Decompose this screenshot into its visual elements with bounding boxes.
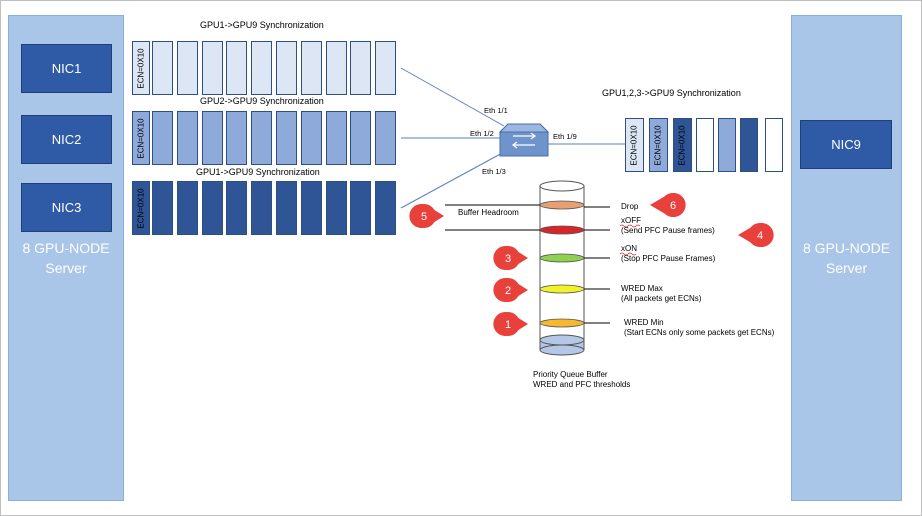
- port-eth1-3: Eth 1/3: [482, 167, 506, 176]
- flow1-ecn-label: ECN=0X10: [136, 47, 146, 89]
- flow2-packet: [251, 111, 273, 165]
- flow2-packet: [226, 111, 248, 165]
- xoff-label: xOFF (Send PFC Pause frames): [621, 216, 715, 236]
- buffer-caption: Priority Queue Buffer WRED and PFC thres…: [533, 370, 630, 390]
- wred-max-label-line1: WRED Max: [621, 284, 663, 293]
- port-eth1-9: Eth 1/9: [553, 132, 577, 141]
- flow2-packet: [325, 111, 347, 165]
- egress-packet-1: [696, 118, 714, 172]
- flow1-title: GPU1->GPU9 Synchronization: [200, 20, 324, 30]
- flow3-packet: [152, 181, 173, 235]
- nic3-label: NIC3: [51, 200, 82, 215]
- xon-label: xON (Stop PFC Pause Frames): [621, 244, 715, 264]
- flow2-title: GPU2->GPU9 Synchronization: [200, 96, 324, 106]
- flow2-ecn-box: ECN=0X10: [132, 111, 150, 165]
- port-eth1-1: Eth 1/1: [484, 106, 508, 115]
- egress-title: GPU1,2,3->GPU9 Synchronization: [602, 88, 741, 98]
- egress-ecn-box-2: ECN=0X10: [649, 118, 668, 172]
- flow2-ecn-label: ECN=0X10: [136, 117, 146, 159]
- right-server-label-line2: Server: [825, 260, 868, 276]
- flow1-packet: [375, 41, 397, 95]
- nic3-box: NIC3: [21, 183, 112, 232]
- flow2-packet: [176, 111, 198, 165]
- flow1-packet: [201, 41, 223, 95]
- drop-label: Drop: [621, 202, 639, 211]
- right-server-label-line1: 8 GPU-NODE: [802, 240, 891, 256]
- nic2-label: NIC2: [51, 132, 82, 147]
- flow1-packet: [251, 41, 273, 95]
- wred-max-label: WRED Max (All packets get ECNs): [621, 284, 701, 304]
- xon-label-line1: xON: [621, 244, 637, 253]
- nic1-label: NIC1: [51, 61, 82, 76]
- wred-min-label: WRED Min (Start ECNs only some packets g…: [624, 318, 774, 338]
- flow3-packet: [176, 181, 198, 235]
- flow3-packet: [226, 181, 248, 235]
- flow3-packet: [300, 181, 322, 235]
- flow2-packet: [201, 111, 223, 165]
- wred-max-label-line2: (All packets get ECNs): [621, 294, 702, 303]
- buffer-headroom-label: Buffer Headroom: [458, 208, 519, 217]
- flow3-packet: [276, 181, 297, 235]
- flow1-packet: [152, 41, 173, 95]
- flow2-packet: [276, 111, 297, 165]
- port-eth1-2: Eth 1/2: [470, 129, 494, 138]
- wred-min-label-line2: (Start ECNs only some packets get ECNs): [624, 328, 775, 337]
- egress-ecn-box-3: ECN=0X10: [673, 118, 692, 172]
- flow1-packet: [276, 41, 297, 95]
- egress-ecn-label-2: ECN=0X10: [654, 124, 663, 166]
- flow3-packet: [325, 181, 347, 235]
- egress-packet-2: [718, 118, 736, 172]
- xoff-label-line2: (Send PFC Pause frames): [621, 226, 715, 235]
- flow3-packet: [201, 181, 223, 235]
- flow2-packet: [375, 111, 397, 165]
- xoff-label-line1: xOFF: [621, 216, 641, 225]
- right-server: NIC9 8 GPU-NODE Server: [791, 15, 902, 501]
- flow3-packet: [251, 181, 273, 235]
- left-server-label-line2: Server: [45, 260, 87, 276]
- left-server: NIC1 NIC2 NIC3 8 GPU-NODE Server: [8, 15, 124, 501]
- buffer-caption-line1: Priority Queue Buffer: [533, 370, 608, 379]
- nic1-box: NIC1: [21, 44, 112, 93]
- nic2-box: NIC2: [21, 115, 112, 164]
- nic9-label: NIC9: [831, 137, 861, 152]
- nic9-box: NIC9: [800, 120, 892, 169]
- wred-min-label-line1: WRED Min: [624, 318, 664, 327]
- flow1-packet: [176, 41, 198, 95]
- xon-label-line2: (Stop PFC Pause Frames): [621, 254, 716, 263]
- flow2-packet: [300, 111, 322, 165]
- left-server-label-line1: 8 GPU-NODE: [22, 240, 110, 256]
- flow3-ecn-label: ECN=0X10: [136, 187, 146, 229]
- right-server-label: 8 GPU-NODE Server: [792, 238, 901, 278]
- left-server-label: 8 GPU-NODE Server: [9, 238, 123, 278]
- flow3-title: GPU1->GPU9 Synchronization: [196, 167, 320, 177]
- egress-ecn-label-1: ECN=0X10: [630, 124, 639, 166]
- egress-ecn-box-1: ECN=0X10: [625, 118, 644, 172]
- flow1-ecn-box: ECN=0X10: [132, 41, 150, 95]
- flow1-packet: [300, 41, 322, 95]
- egress-packet-4: [765, 118, 783, 172]
- flow3-packet: [350, 181, 372, 235]
- flow3-packet: [375, 181, 397, 235]
- flow1-packet: [350, 41, 372, 95]
- egress-ecn-label-3: ECN=0X10: [678, 124, 687, 166]
- flow1-packet: [325, 41, 347, 95]
- flow1-packet: [226, 41, 248, 95]
- flow2-packet: [152, 111, 173, 165]
- flow3-ecn-box: ECN=0X10: [132, 181, 150, 235]
- egress-packet-3: [740, 118, 758, 172]
- buffer-caption-line2: WRED and PFC thresholds: [533, 380, 631, 389]
- flow2-packet: [350, 111, 372, 165]
